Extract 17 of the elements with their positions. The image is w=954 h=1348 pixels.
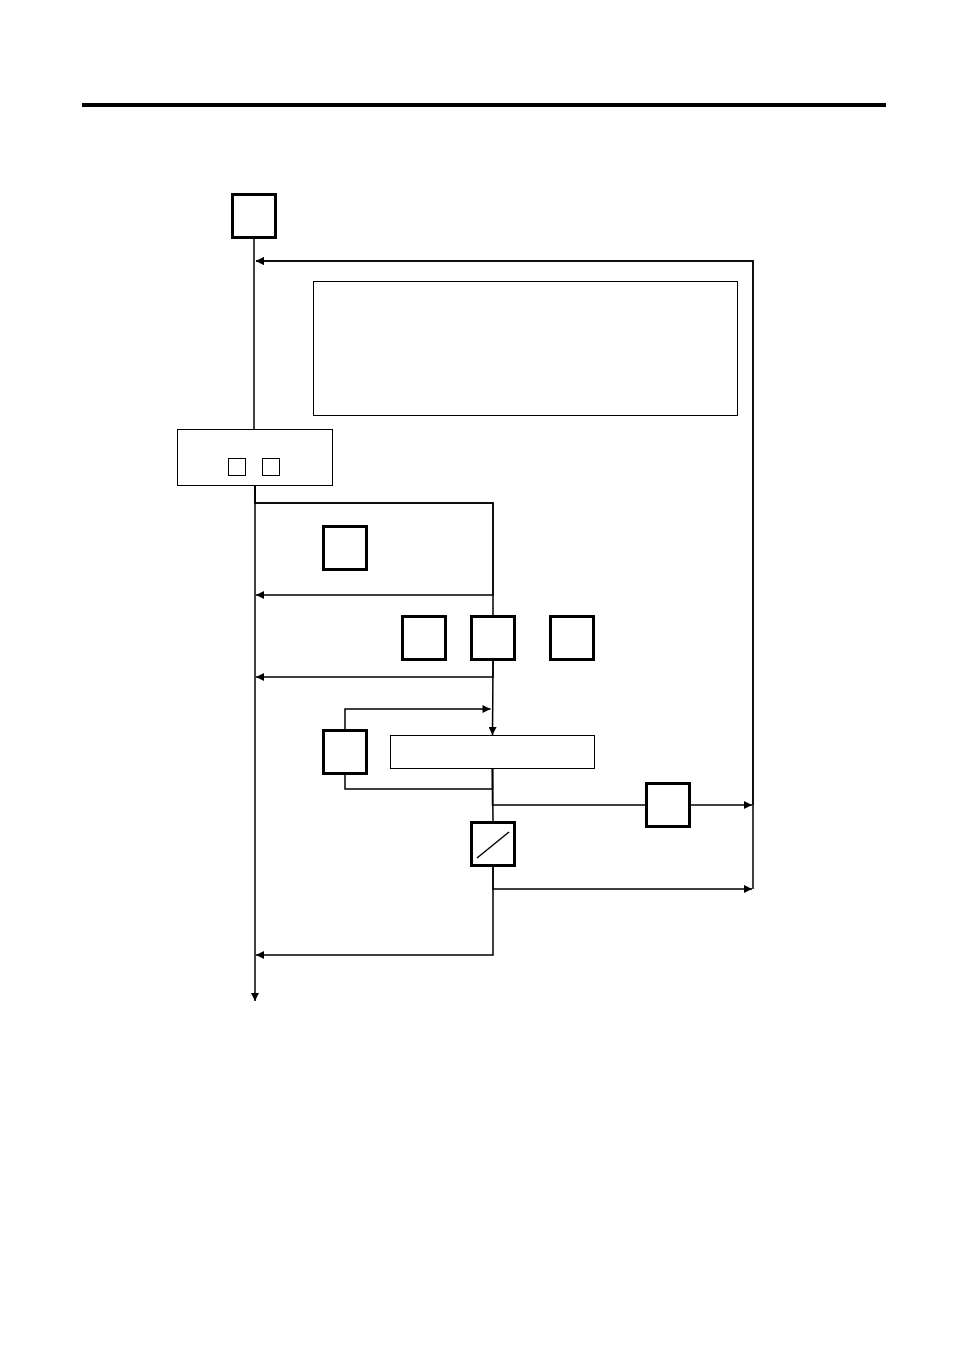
connector-arrow [344, 705, 492, 730]
process-box [322, 525, 368, 571]
connector-arrow [255, 866, 494, 959]
process-box [470, 615, 516, 661]
process-box [177, 429, 333, 486]
process-box [390, 735, 595, 769]
process-box [313, 281, 738, 416]
connector-arrow [255, 660, 494, 681]
process-box [401, 615, 447, 661]
process-box [549, 615, 595, 661]
process-box [645, 782, 691, 828]
process-box [228, 458, 246, 476]
process-box [470, 821, 516, 867]
process-box [262, 458, 280, 476]
process-box [231, 193, 277, 239]
connector-arrow [251, 485, 259, 1002]
process-box [322, 729, 368, 775]
